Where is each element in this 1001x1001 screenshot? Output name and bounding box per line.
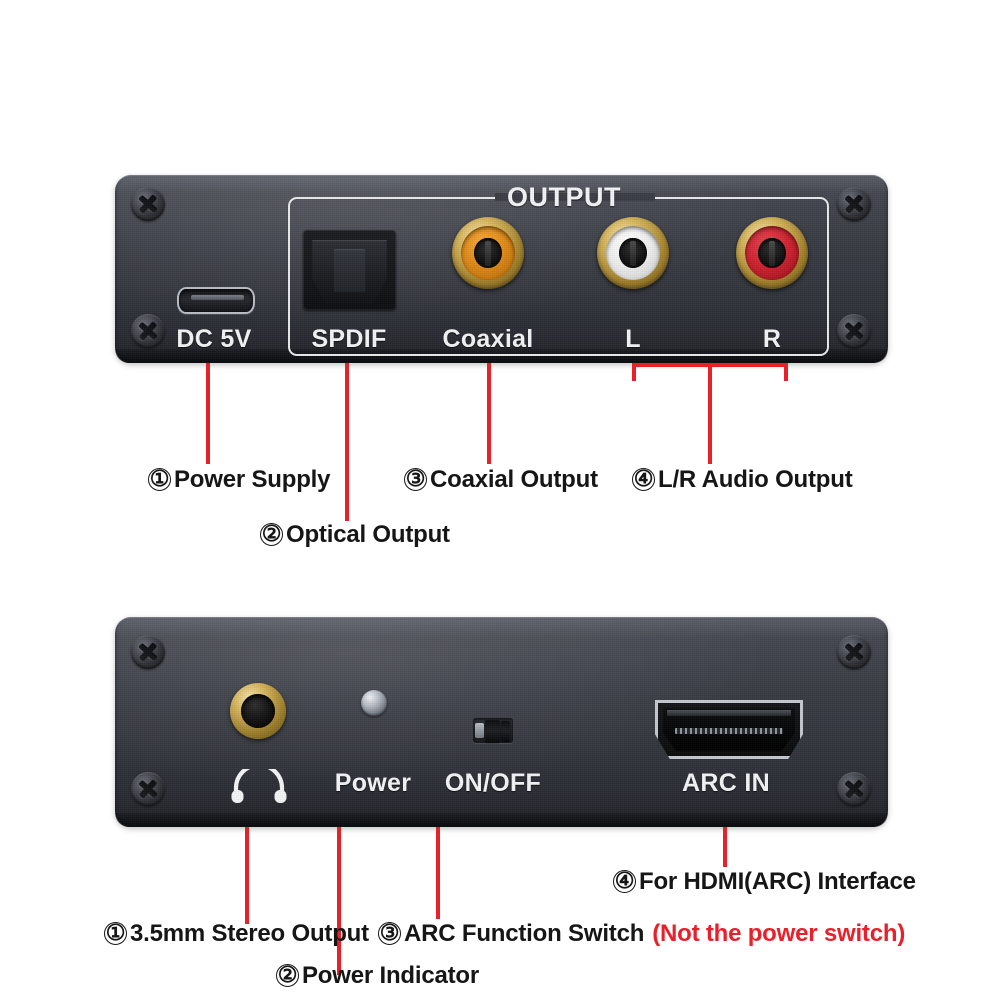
callout-number-3b: ③ <box>378 920 401 945</box>
callout-text-power-indicator: Power Indicator <box>302 962 480 989</box>
callout-number-2: ② <box>260 521 283 546</box>
callout-text-hdmi-arc-interface: For HDMI(ARC) Interface <box>639 868 916 895</box>
leader-line-35mm-stereo-output <box>245 827 249 924</box>
micro-usb-icon[interactable] <box>177 287 255 314</box>
hdmi-port-icon[interactable] <box>655 700 803 759</box>
callout-text-lr-audio-output: L/R Audio Output <box>658 466 853 493</box>
callout-text-35mm-stereo-output: 3.5mm Stereo Output <box>130 920 369 947</box>
bracket-lr-audio-output <box>632 363 788 381</box>
leader-line-power-supply <box>206 363 210 464</box>
front-chassis-bottom-edge <box>115 813 888 827</box>
front-screw-bottom-left <box>131 772 165 806</box>
port-label-onoff: ON/OFF <box>444 769 542 797</box>
callout-text-optical-output: Optical Output <box>286 521 450 548</box>
callout-text-power-supply: Power Supply <box>174 466 331 493</box>
callout-warning-not-power-switch: (Not the power switch) <box>652 920 906 947</box>
output-frame-label-gap <box>495 193 655 201</box>
leader-line-power-indicator <box>337 827 341 975</box>
port-label-power: Power <box>334 769 412 797</box>
callout-number-1: ① <box>148 466 171 491</box>
port-label-arc-in: ARC IN <box>682 769 770 797</box>
chassis-bottom-edge <box>115 349 888 363</box>
headphone-jack-port[interactable] <box>230 683 286 739</box>
screw-bottom-left <box>131 314 165 348</box>
callout-text-arc-function-switch: ARC Function Switch <box>404 920 645 947</box>
front-screw-top-left <box>131 635 165 669</box>
callout-number-4b: ④ <box>613 868 636 893</box>
toslink-optical-icon[interactable] <box>303 230 396 310</box>
front-panel-chassis: Power ON/OFF ARC IN <box>115 617 888 827</box>
callout-number-2b: ② <box>276 962 299 987</box>
callout-number-3: ③ <box>404 466 427 491</box>
port-label-dc5v: DC 5V <box>176 325 252 353</box>
leader-line-hdmi-arc-interface <box>723 827 727 867</box>
output-group-label: OUTPUT <box>507 182 621 212</box>
rca-jack-coaxial[interactable] <box>452 217 524 289</box>
led-indicator-icon <box>361 690 387 716</box>
screw-top-right <box>837 187 871 221</box>
screw-top-left <box>131 187 165 221</box>
screw-bottom-right <box>837 314 871 348</box>
port-label-right: R <box>762 325 782 353</box>
rca-jack-left[interactable] <box>597 217 669 289</box>
port-label-coaxial: Coaxial <box>442 325 534 353</box>
rear-panel-chassis: OUTPUT DC 5V SPDIF Coaxial L <box>115 175 888 363</box>
front-screw-bottom-right <box>837 772 871 806</box>
leader-line-lr-audio-output <box>708 367 712 464</box>
slide-switch-icon[interactable] <box>473 718 513 743</box>
port-label-spdif: SPDIF <box>311 325 387 353</box>
rca-jack-right[interactable] <box>736 217 808 289</box>
callout-text-coaxial-output: Coaxial Output <box>430 466 598 493</box>
callout-number-4: ④ <box>632 466 655 491</box>
port-label-left: L <box>625 325 641 353</box>
front-screw-top-right <box>837 635 871 669</box>
leader-line-coaxial-output <box>487 363 491 464</box>
leader-line-optical-output <box>345 363 349 521</box>
headphone-icon <box>229 762 289 803</box>
callout-number-1b: ① <box>104 920 127 945</box>
leader-line-arc-function-switch <box>436 827 440 919</box>
